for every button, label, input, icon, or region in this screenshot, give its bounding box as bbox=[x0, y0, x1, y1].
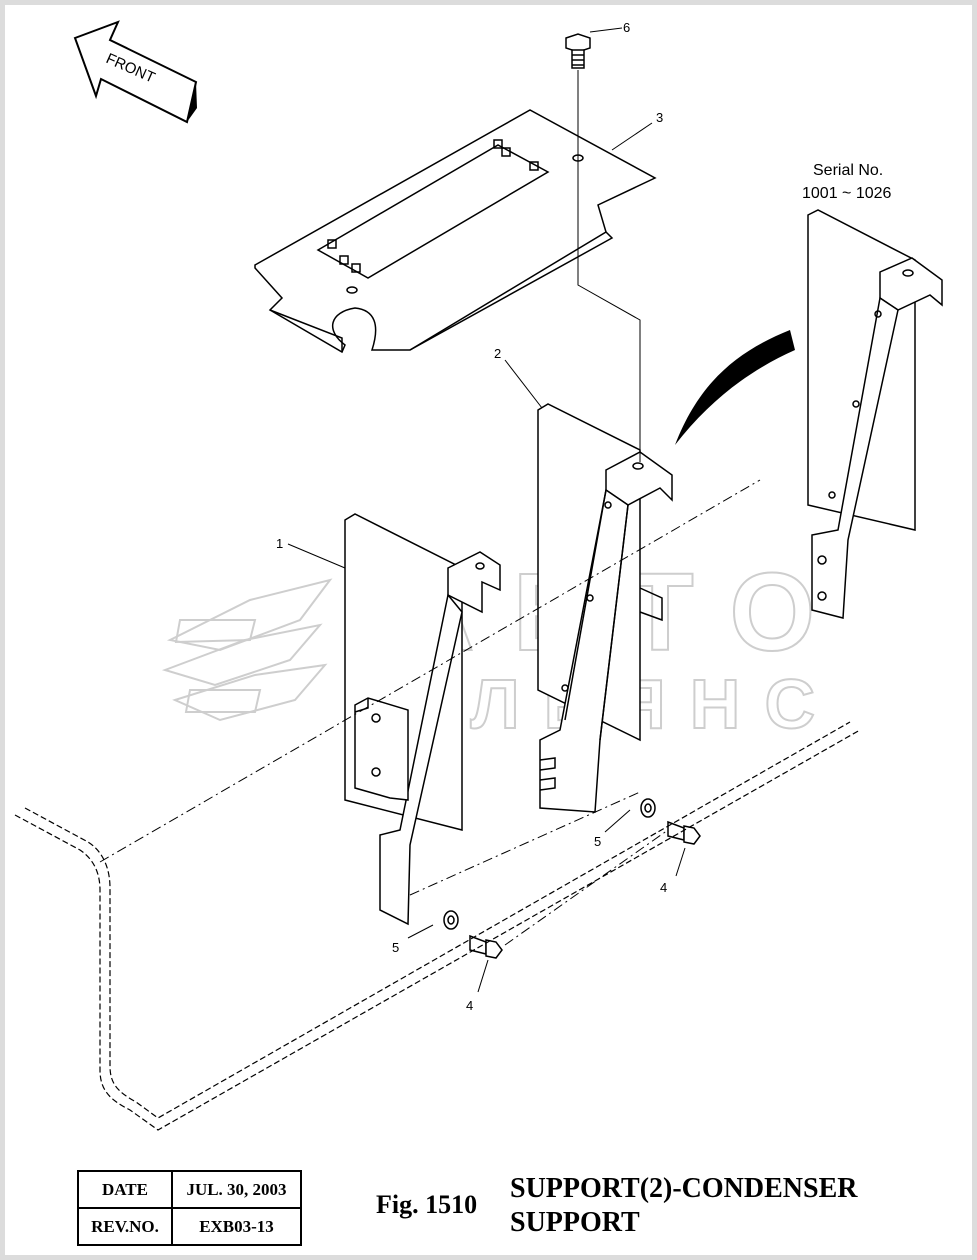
figure-title-line2: SUPPORT bbox=[510, 1207, 640, 1238]
callout-5-right: 5 bbox=[594, 834, 601, 849]
callout-4-right: 4 bbox=[660, 880, 667, 895]
watermark-emblem bbox=[161, 578, 333, 722]
callout-6: 6 bbox=[623, 20, 630, 35]
part-4-bolt-left bbox=[469, 934, 503, 959]
rev-label: REV.NO. bbox=[77, 1207, 173, 1246]
callout-3: 3 bbox=[656, 110, 663, 125]
part-5-washer-left bbox=[443, 910, 459, 930]
figure-title-line1: SUPPORT(2)-CONDENSER bbox=[510, 1173, 858, 1204]
leader-lines bbox=[287, 27, 686, 993]
part-4-bolt-right bbox=[667, 820, 701, 845]
part-2-variant bbox=[807, 209, 943, 619]
part-6-bolt bbox=[565, 33, 591, 69]
part-3-plate bbox=[254, 109, 657, 354]
variant-arrow bbox=[675, 330, 795, 445]
date-label: DATE bbox=[77, 1170, 173, 1209]
figure-title: SUPPORT(2)-CONDENSER SUPPORT bbox=[510, 1172, 857, 1240]
callout-4-left: 4 bbox=[466, 998, 473, 1013]
dash-dot-lines bbox=[99, 479, 761, 946]
figure-number: Fig. 1510 bbox=[376, 1190, 478, 1219]
revision-table: DATE JUL. 30, 2003 REV.NO. EXB03-13 bbox=[77, 1170, 302, 1246]
rev-value: EXB03-13 bbox=[171, 1207, 302, 1246]
part-1-support bbox=[344, 513, 501, 926]
date-row: DATE JUL. 30, 2003 bbox=[77, 1170, 302, 1209]
callout-1: 1 bbox=[276, 536, 283, 551]
part-2-support bbox=[537, 403, 673, 813]
callout-5-left: 5 bbox=[392, 940, 399, 955]
front-arrow: FRONT bbox=[73, 20, 198, 124]
serial-note-line2: 1001 ~ 1026 bbox=[802, 185, 892, 202]
machine-frame-outline bbox=[14, 721, 861, 1131]
date-value: JUL. 30, 2003 bbox=[171, 1170, 302, 1209]
rev-row: REV.NO. EXB03-13 bbox=[77, 1207, 302, 1246]
callout-2: 2 bbox=[494, 346, 501, 361]
part-5-washer-right bbox=[640, 798, 656, 818]
serial-note-line1: Serial No. bbox=[813, 162, 883, 179]
